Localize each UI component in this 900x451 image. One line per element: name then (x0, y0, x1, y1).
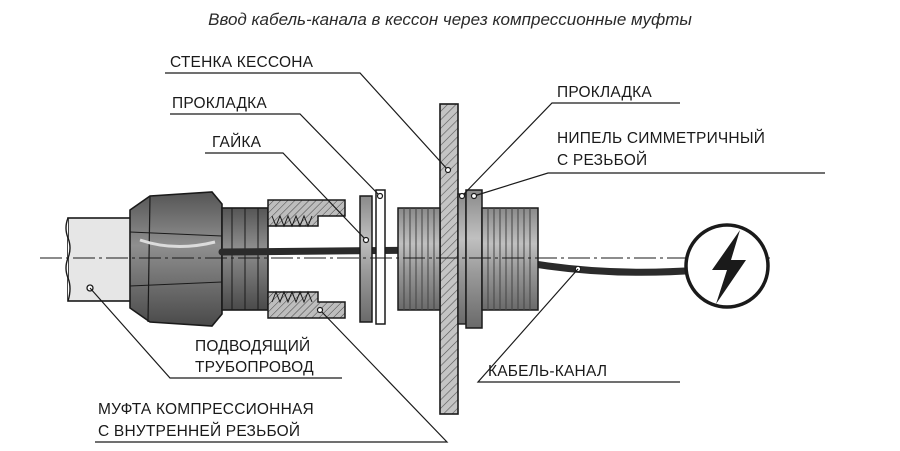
compression-coupling-body (129, 191, 269, 327)
lightning-bolt-icon (684, 223, 770, 309)
diagram-title: Ввод кабель-канала в кессон через компре… (208, 10, 692, 29)
label-gasket-right: ПРОКЛАДКА (557, 84, 652, 101)
label-pipe-line2: ТРУБОПРОВОД (195, 359, 314, 376)
label-coupling-line1: МУФТА КОМПРЕССИОННАЯ (98, 401, 314, 418)
cable-channel-line (218, 246, 704, 276)
label-nipple-line1: НИПЕЛЬ СИММЕТРИЧНЫЙ (557, 130, 766, 147)
label-caisson-wall: СТЕНКА КЕССОНА (170, 54, 314, 71)
label-cable-channel: КАБЕЛЬ-КАНАЛ (488, 363, 608, 380)
label-nut: ГАЙКА (212, 134, 262, 151)
gasket-left (359, 189, 386, 325)
supply-pipe (65, 217, 135, 302)
label-nipple-line2: С РЕЗЬБОЙ (557, 152, 648, 169)
coupling-nut (267, 199, 346, 319)
label-coupling-line2: С ВНУТРЕННЕЙ РЕЗЬБОЙ (98, 423, 301, 440)
leader-lines (89, 72, 825, 443)
caisson-wall (439, 103, 459, 415)
threaded-nipple (397, 189, 539, 329)
label-gasket-left: ПРОКЛАДКА (172, 95, 267, 112)
label-pipe-line1: ПОДВОДЯЩИЙ (195, 338, 311, 355)
